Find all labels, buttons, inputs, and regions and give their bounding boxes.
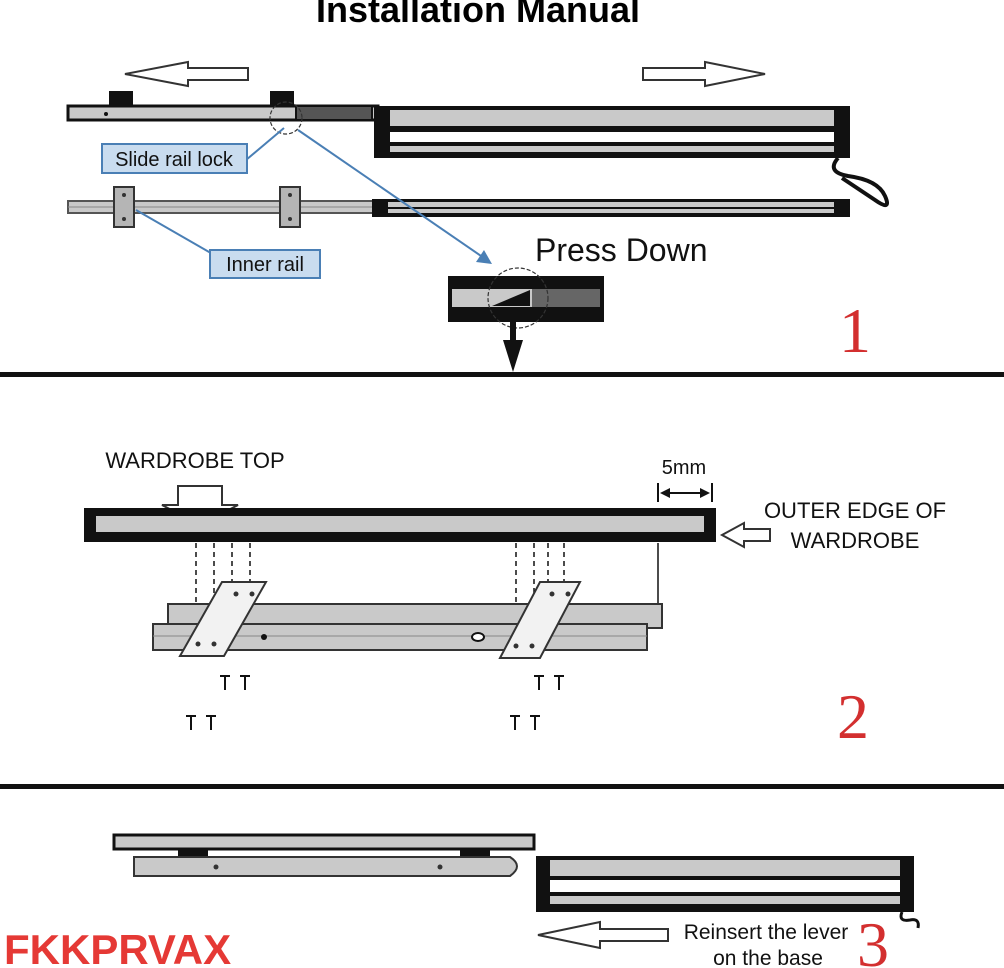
- inner-rail-label-box: Inner rail: [209, 249, 321, 279]
- reinsert-label-line1: Reinsert the lever: [684, 921, 849, 944]
- step-3-number: 3: [857, 909, 889, 968]
- manual-title: Installation Manual: [316, 0, 640, 30]
- zoom-leader-arrow: [297, 129, 492, 264]
- brand-watermark: FKKPRVAX: [4, 926, 231, 968]
- outer-rail-step3: [536, 856, 920, 929]
- gap-5mm-label: 5mm: [662, 457, 706, 479]
- divider-1: [0, 372, 1004, 377]
- inner-rail-assembly: [152, 603, 663, 651]
- divider-2: [0, 784, 1004, 789]
- outer-edge-label-line1: OUTER EDGE OF: [764, 498, 946, 523]
- wardrobe-top-board: [84, 508, 716, 542]
- mounting-bracket-right: [498, 581, 582, 659]
- gap-dimension-arrow: [657, 483, 713, 502]
- inner-rail: [67, 186, 850, 228]
- inner-rail-leader: [135, 209, 217, 257]
- right-arrow-icon: [642, 60, 766, 88]
- slide-rail-lock-label: Slide rail lock: [115, 149, 234, 171]
- mounting-bracket-left: [178, 581, 268, 657]
- step-1-panel: Slide rail lock Inner rail Press Down 1: [66, 60, 889, 372]
- reinsert-label-line2: on the base: [713, 947, 823, 968]
- wardrobe-top-label: WARDROBE TOP: [105, 448, 284, 473]
- top-rail-step3: [112, 833, 536, 877]
- press-down-label: Press Down: [535, 232, 708, 268]
- step-2-panel: WARDROBE TOP 5mm OUTER EDGE OF WARDROBE: [84, 448, 946, 752]
- slide-rail-lock-leader: [245, 127, 285, 161]
- outer-edge-arrow-icon: [719, 521, 771, 549]
- down-arrow-icon: [503, 310, 523, 372]
- inner-rail-label: Inner rail: [226, 254, 304, 276]
- step-2-number: 2: [837, 681, 869, 752]
- reinsert-arrow-icon: [537, 920, 669, 950]
- screw-icons: [186, 675, 564, 730]
- left-arrow-icon: [124, 60, 249, 88]
- step-3-panel: Reinsert the lever on the base 3: [112, 833, 920, 968]
- top-slide-rail: [66, 91, 889, 208]
- outer-edge-label-line2: WARDROBE: [791, 528, 920, 553]
- step-1-number: 1: [839, 295, 871, 366]
- slide-rail-lock-highlight: [269, 101, 303, 135]
- slide-rail-lock-label-box: Slide rail lock: [101, 143, 248, 174]
- lock-detail-zoom: [448, 267, 604, 329]
